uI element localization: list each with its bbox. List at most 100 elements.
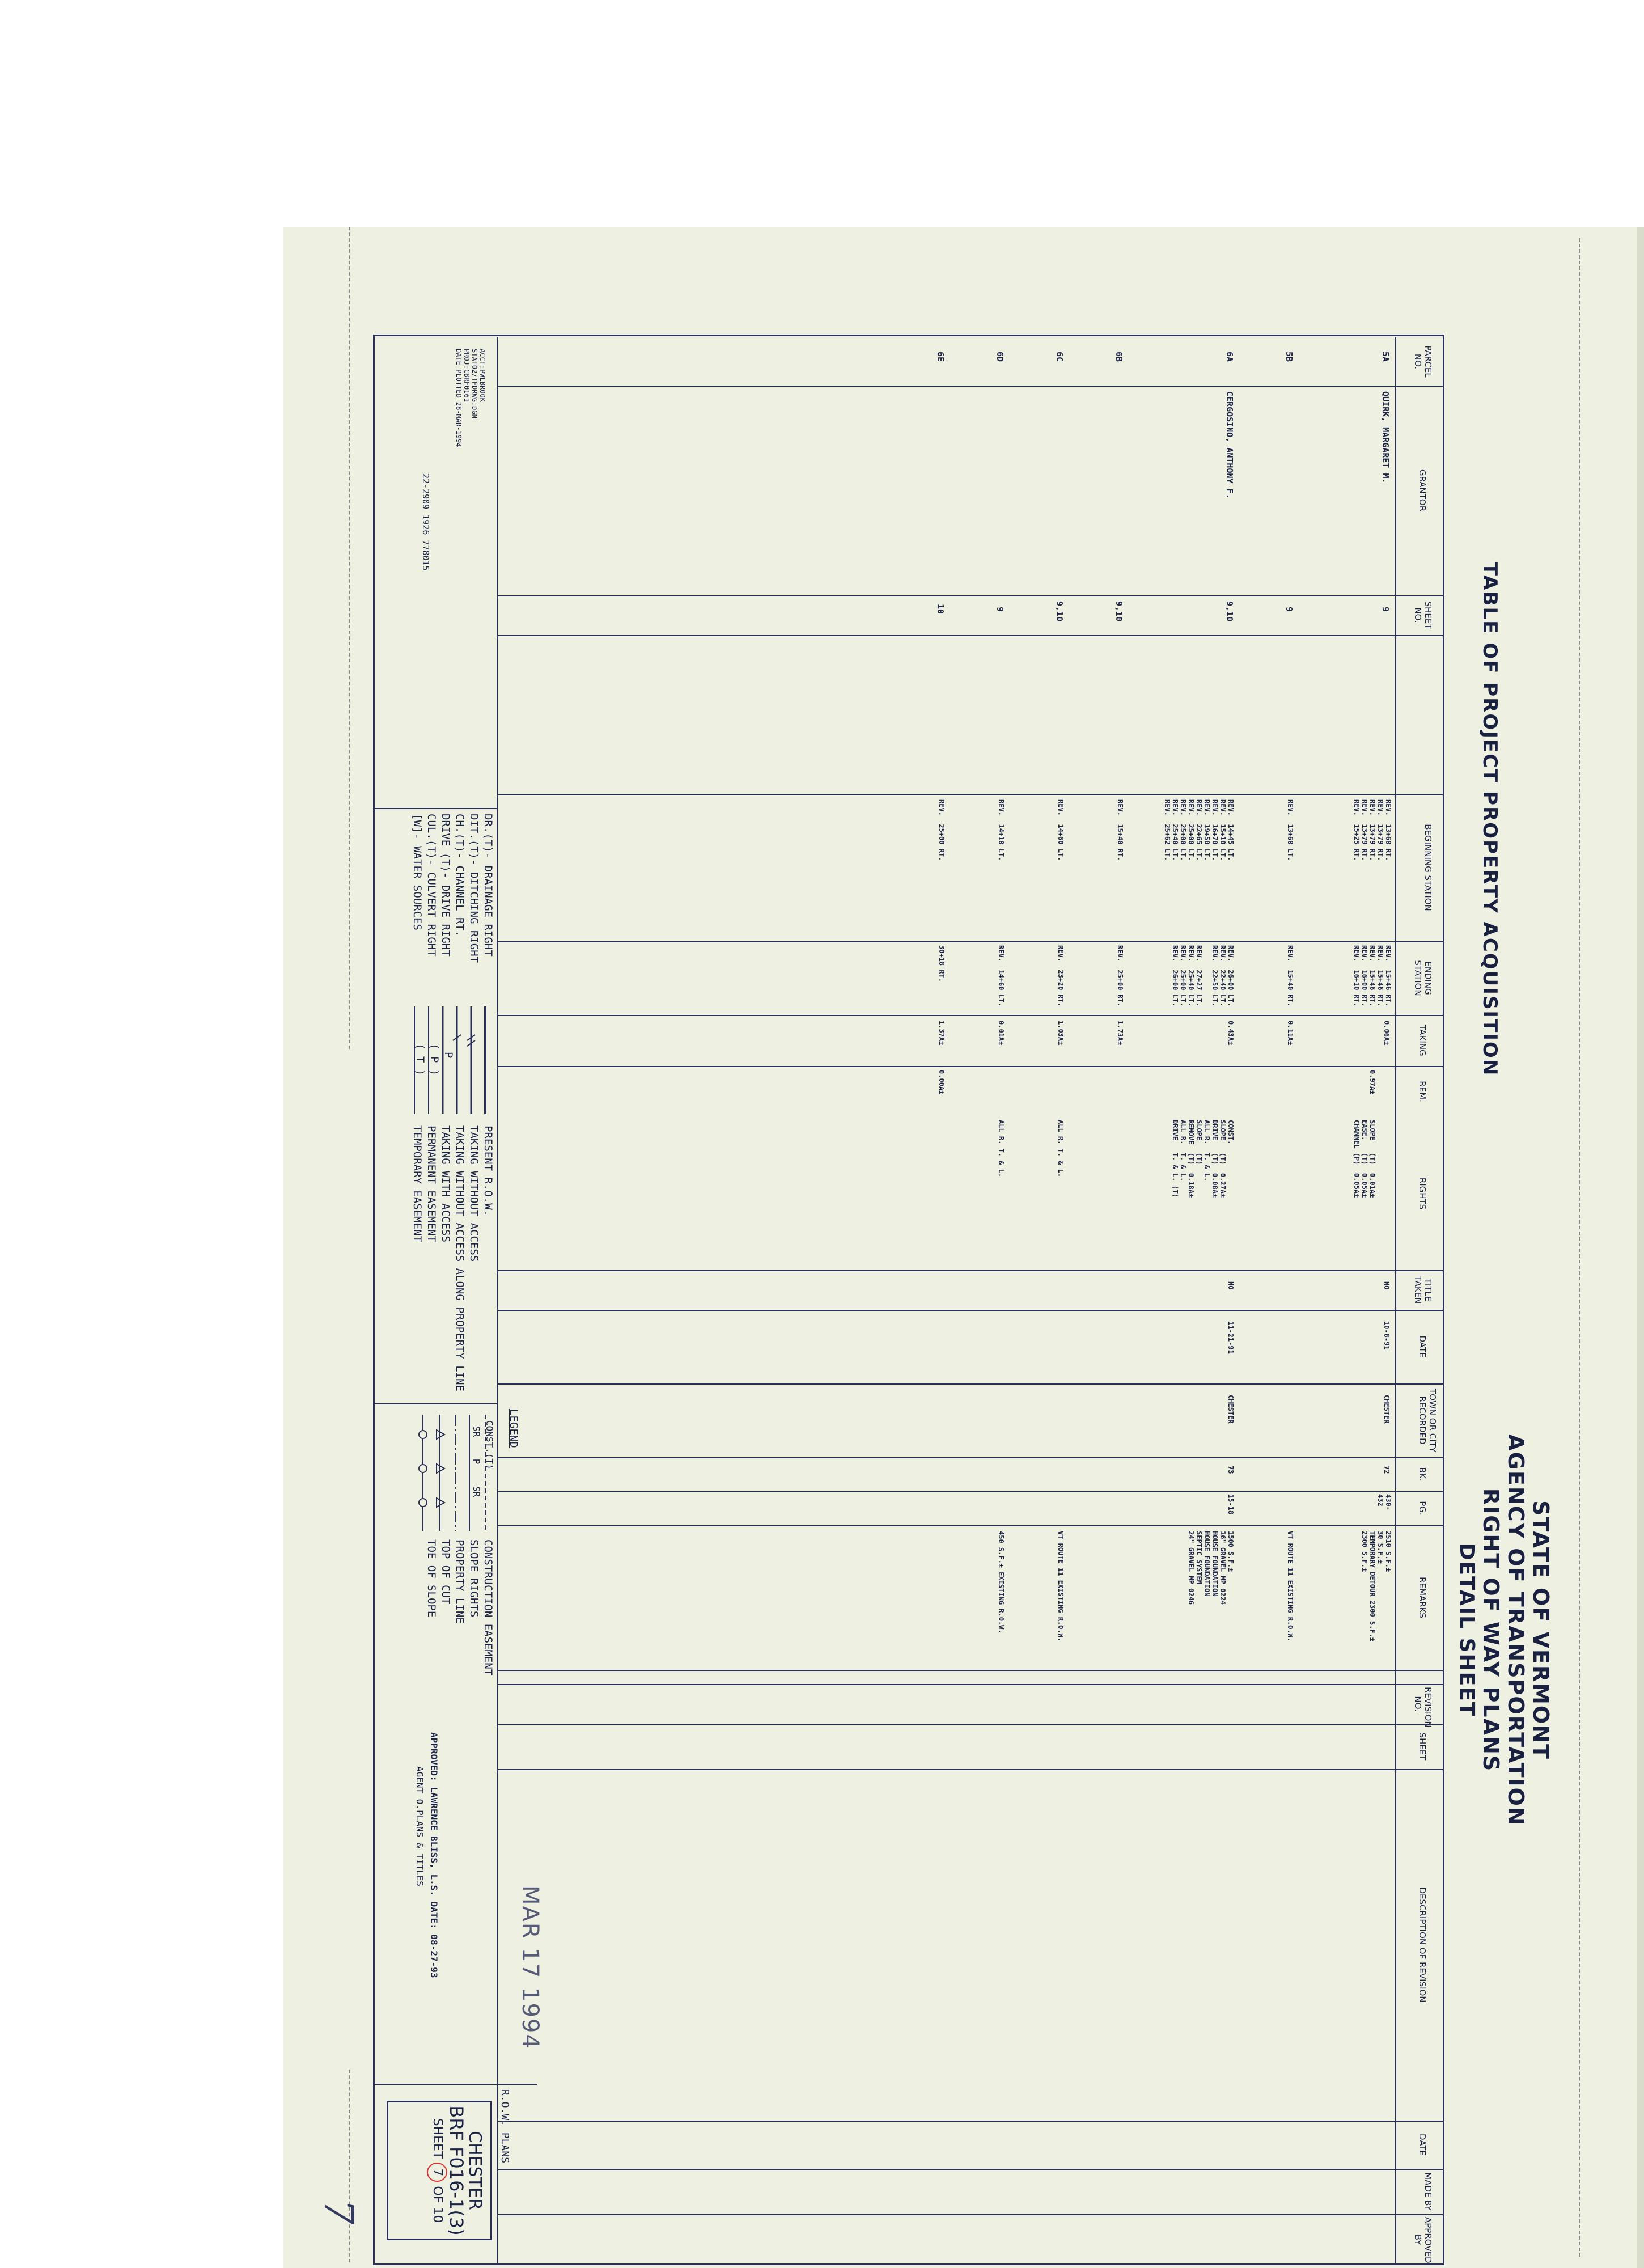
- margin-guide-left-bottom: [349, 2070, 350, 2262]
- col-line: [498, 1684, 1444, 1685]
- cell-grantor: QUIRK, MARGARET M.: [1380, 391, 1391, 484]
- col-line: [498, 595, 1444, 596]
- table-title: TABLE OF PROJECT PROPERTY ACQUISITION: [1478, 562, 1501, 1077]
- cell-taking: 1.03A±: [1057, 1021, 1065, 1046]
- legend-item: PERMANENT EASEMENT: [425, 1125, 438, 1242]
- legend-col-line: [373, 808, 498, 809]
- legend-item: TOE OF SLOPE: [425, 1539, 438, 1618]
- header-divider: [1395, 337, 1396, 2265]
- cell-rights: SLOPE (T) 0.01A± EASE. (T) 0.05A± CHANNE…: [1353, 1120, 1376, 1198]
- cell-parcel: 6B: [1114, 352, 1124, 362]
- col-line: [498, 635, 1444, 636]
- cell-parcel: 5B: [1284, 352, 1294, 362]
- col-line: [498, 1015, 1444, 1016]
- revision-block-divider: [498, 1670, 1444, 1671]
- col-line: [498, 1066, 1444, 1067]
- header-remarks: REMARKS: [1417, 1577, 1427, 1618]
- cell-title-taken: NO: [1227, 1281, 1235, 1290]
- legend-symbol-label: P: [442, 1052, 455, 1059]
- cell-rem: 0.97A±: [1368, 1070, 1376, 1095]
- header-bk: BK.: [1417, 1467, 1427, 1482]
- cell-bk: 73: [1227, 1466, 1235, 1474]
- document-sheet: [283, 227, 1644, 2268]
- cell-grantor: CERGOSINO, ANTHONY F.: [1224, 391, 1235, 499]
- rotated-drawing: STATE OF VERMONT AGENCY OF TRANSPORTATIO…: [373, 335, 1564, 2265]
- header-taking: TAKING: [1417, 1025, 1427, 1056]
- cell-date: 10-8-91: [1383, 1321, 1391, 1350]
- cell-date: 11-21-91: [1227, 1321, 1235, 1354]
- col-line: [498, 1769, 1444, 1770]
- header-rem: REM.: [1417, 1081, 1427, 1102]
- header-town: TOWN OR CITY RECORDED: [1417, 1388, 1438, 1452]
- col-line: [498, 1457, 1444, 1458]
- cell-ending: REV. 15+40 RT.: [1286, 945, 1294, 1007]
- legend-item: TAKING WITH ACCESS: [439, 1125, 452, 1242]
- received-date-stamp: MAR 17 1994: [517, 1885, 543, 2050]
- sheet-suffix: OF 10: [430, 2186, 444, 2223]
- approval-agent: AGENT O.PLANS & TITLES: [414, 1766, 425, 1886]
- col-line: [498, 1525, 1444, 1526]
- legend-middle-symbols: [414, 1006, 486, 1114]
- legend-symbol-label: ( P ): [428, 1043, 440, 1076]
- legend-item: SLOPE RIGHTS: [468, 1539, 480, 1618]
- sheet-number-box: CHESTER BRF F016-1(3) SHEET 7 OF 10: [387, 2101, 492, 2240]
- header-revision-no: REVISION NO.: [1413, 1687, 1433, 1728]
- cell-remarks: 450 S.F.± EXISTING R.O.W.: [997, 1531, 1005, 1634]
- cell-beginning: REV. 25+00 RT.: [938, 799, 946, 861]
- approval-line: APPROVED: LAWRENCE BLISS, L.S. DATE: 08-…: [429, 1732, 439, 1978]
- header-beginning-station: BEGINNING STATION: [1423, 824, 1433, 911]
- cell-ending: REV. 15+46 RT. REV. 15+46 RT. REV. 15+46…: [1353, 945, 1392, 1007]
- legend-symbol-label: ( T ): [414, 1043, 426, 1076]
- sheet-current-number: 7: [427, 2163, 447, 2182]
- legend-item: TAKING WITHOUT ACCESS ALONG PROPERTY LIN…: [454, 1125, 466, 1391]
- legend-item: DRIVE (T)- DRIVE RIGHT: [439, 814, 452, 957]
- legend-item: PROPERTY LINE: [454, 1539, 466, 1624]
- cell-rights: ALL R. T. & L.: [997, 1120, 1005, 1178]
- cell-ending: REV. 26+00 LT. REV. 22+40 LT. REV. 22+50…: [1171, 945, 1235, 1007]
- cell-sheet: 9,10: [1054, 601, 1065, 622]
- cell-taking: 0.01A±: [997, 1021, 1005, 1046]
- title-state: STATE OF VERMONT: [1528, 1500, 1553, 1760]
- col-line: [498, 1491, 1444, 1492]
- legend-item: TAKING WITHOUT ACCESS: [468, 1125, 480, 1262]
- sheet-count: SHEET 7 OF 10: [427, 2102, 447, 2239]
- header-parcel: PARCEL NO.: [1413, 345, 1433, 378]
- cell-remarks: VT ROUTE 11 EXISTING R.O.W.: [1286, 1531, 1294, 1642]
- legend-item: CONSTRUCTION EASEMENT: [482, 1539, 494, 1676]
- cell-rights: ALL R. T. & L.: [1057, 1120, 1065, 1178]
- legend-left: DR.(T)- DRAINAGE RIGHT DIT.(T)- DITCHING…: [410, 814, 495, 963]
- cell-beginning: REV. 14+45 LT. REV. 15+10 LT. REV. 16+70…: [1163, 799, 1235, 861]
- cell-sheet: 9: [1380, 607, 1391, 612]
- sheet-edge-shadow: [1637, 227, 1644, 2268]
- plot-code: 22-2909 1926 778015: [421, 473, 431, 571]
- cell-bk: 72: [1383, 1466, 1391, 1474]
- cell-taking: 1.73A±: [1116, 1021, 1124, 1046]
- header-rights: RIGHTS: [1417, 1177, 1427, 1210]
- cell-title-taken: NO: [1383, 1281, 1391, 1290]
- plot-file-info: ACCT:PWLBROOK STAT02/TFDRWG.DGN PROJ:CBR…: [455, 349, 486, 447]
- cell-pg: 15-18: [1227, 1494, 1235, 1515]
- header-grantor: GRANTOR: [1417, 469, 1427, 512]
- cell-beginning: REV. 14+18 LT.: [997, 799, 1005, 861]
- cell-taking: 0.43A±: [1227, 1021, 1235, 1046]
- legend-col-line: [373, 2084, 537, 2085]
- title-row-plans: RIGHT OF WAY PLANS: [1478, 1488, 1503, 1772]
- margin-guide-left: [349, 227, 350, 1049]
- cell-beginning: REV. 13+68 RT. REV. 13+79 RT. REV. 13+79…: [1353, 799, 1392, 861]
- col-line: [498, 2121, 1444, 2122]
- cell-taking: 0.06A±: [1383, 1021, 1391, 1046]
- sheet-prefix: SHEET: [430, 2118, 444, 2159]
- cell-taking: 0.11A±: [1286, 1021, 1294, 1046]
- header-revision-date: DATE: [1417, 2133, 1427, 2156]
- legend-item: TOP OF CUT: [439, 1539, 452, 1605]
- cell-ending: REV. 23+20 RT.: [1057, 945, 1065, 1007]
- col-line: [498, 1383, 1444, 1385]
- margin-guide-right: [1579, 238, 1580, 2257]
- cell-remarks: VT ROUTE 11 EXISTING R.O.W.: [1057, 1531, 1065, 1642]
- col-line: [498, 1270, 1444, 1271]
- col-line: [498, 941, 1444, 942]
- legend-col-line: [373, 1403, 498, 1404]
- cell-parcel: 6C: [1054, 352, 1065, 362]
- legend-item: PRESENT R.O.W.: [482, 1125, 494, 1217]
- cell-rem: 0.00A±: [938, 1070, 946, 1095]
